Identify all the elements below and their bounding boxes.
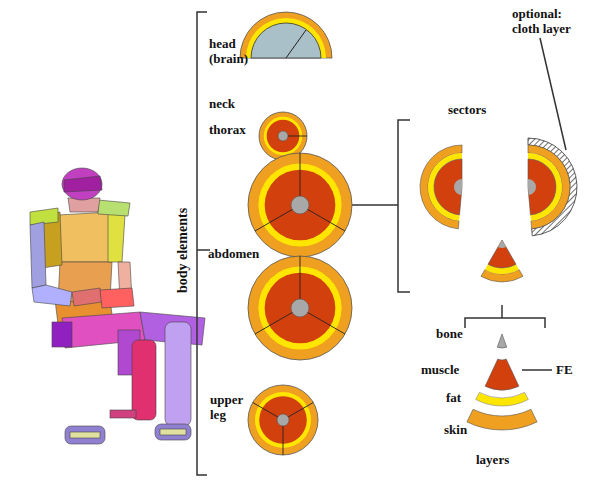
brain bbox=[251, 23, 321, 58]
layer-label: bone bbox=[436, 326, 463, 341]
fe-label: FE bbox=[556, 362, 573, 377]
head-skin bbox=[240, 12, 332, 58]
group-label: sectors bbox=[448, 102, 486, 117]
layer-label: muscle bbox=[421, 362, 459, 377]
fat-layer bbox=[428, 153, 462, 221]
bone bbox=[454, 179, 462, 195]
group-label: layers bbox=[476, 452, 509, 467]
muscle-layer bbox=[488, 240, 516, 268]
element-label: abdomen bbox=[208, 246, 259, 261]
layer-label: skin bbox=[444, 422, 467, 437]
skin-layer bbox=[248, 256, 352, 360]
head-fat bbox=[246, 18, 326, 58]
body-elements bbox=[240, 12, 577, 455]
bone bbox=[277, 414, 289, 426]
head-line bbox=[286, 30, 306, 58]
fat-layer bbox=[528, 153, 562, 221]
group-label: body elements bbox=[175, 204, 190, 295]
skin-layer bbox=[420, 145, 462, 229]
skin-layer bbox=[467, 409, 537, 430]
element-label: upper leg bbox=[210, 392, 250, 422]
bone bbox=[498, 240, 506, 248]
human-model bbox=[30, 168, 205, 444]
muscle-layer bbox=[485, 359, 519, 390]
element-label: head (brain) bbox=[209, 36, 261, 66]
muscle-layer bbox=[528, 159, 556, 215]
skin-layer bbox=[248, 153, 352, 257]
element-label: thorax bbox=[209, 122, 246, 137]
note-label: optional: cloth layer bbox=[512, 6, 592, 36]
skin-layer bbox=[248, 385, 318, 455]
muscle-layer bbox=[434, 159, 462, 215]
bone bbox=[291, 299, 309, 317]
skin-layer bbox=[528, 145, 570, 229]
bone bbox=[528, 179, 536, 195]
fat-layer bbox=[476, 392, 529, 406]
bone bbox=[497, 334, 507, 348]
bracket bbox=[352, 38, 566, 370]
layer-label: fat bbox=[446, 390, 461, 405]
cloth-layer bbox=[528, 138, 577, 236]
element-label: neck bbox=[209, 96, 235, 111]
bone bbox=[278, 131, 288, 141]
bone bbox=[291, 196, 309, 214]
bracket bbox=[197, 12, 210, 475]
